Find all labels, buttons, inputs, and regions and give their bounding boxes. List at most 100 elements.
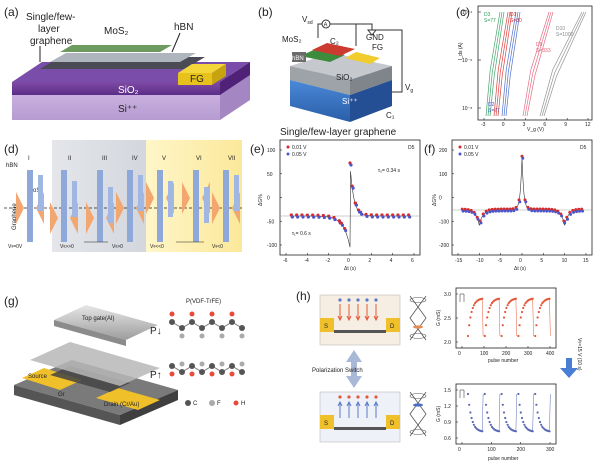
ytick-label: 0: [267, 196, 270, 202]
c-device-name: D1: [510, 12, 517, 18]
c-device-name: D2: [488, 102, 495, 108]
e-point-005: [290, 215, 294, 219]
c-transfer-curve: [493, 11, 509, 117]
e-point-005: [322, 215, 326, 220]
panel-e-legend-1: 0.05 V: [292, 152, 307, 158]
h-xtick-label: 100: [480, 351, 489, 357]
h-data-point: [519, 411, 522, 414]
h-polarization-arrow: [337, 400, 343, 418]
h-data-point: [523, 423, 526, 426]
e-point-005: [365, 214, 369, 218]
carbon-atom: [219, 325, 225, 331]
panel-g-label: (g): [4, 294, 19, 308]
f-point-005: [566, 217, 570, 221]
h-data-point: [471, 306, 474, 310]
side-atom: [219, 333, 225, 339]
h-ytick-label: 0.9: [444, 420, 451, 426]
f-point-005: [488, 210, 492, 214]
h-polarization-arrow: [373, 304, 379, 322]
d-condition: Vᵍ<0: [212, 244, 223, 250]
si-label-b: Si⁺⁺: [342, 97, 358, 106]
xtick-label: 4: [390, 258, 393, 264]
h-data-point: [502, 316, 506, 319]
panel-h-label: (h): [296, 289, 311, 303]
panel-f-legend-1: 0.05 V: [464, 152, 479, 158]
h-data-point: [505, 306, 508, 310]
f-point-005: [536, 209, 540, 213]
e-point-005: [349, 163, 353, 167]
d-cone: [116, 192, 124, 224]
h-data-point: [489, 423, 492, 426]
h-data-point: [501, 324, 504, 327]
d-barrier: [193, 170, 199, 242]
carbon-atom: [199, 325, 205, 331]
h-graphene-top: [334, 330, 386, 333]
d-mos2-band: [234, 175, 239, 211]
f-point-005: [473, 212, 477, 216]
panel-a: (a) Single/few- layer graphene MoS₂ hBN …: [4, 5, 250, 120]
p-down-label: P↓: [150, 326, 162, 337]
carbon-atom: [239, 325, 245, 331]
f-point-005: [533, 209, 537, 213]
f-point-005: [563, 221, 567, 225]
h-polarization-arrow: [355, 400, 361, 418]
f-point-005: [503, 209, 507, 213]
xtick-label: 6: [411, 258, 414, 264]
f-point-005: [491, 209, 495, 213]
h-data-point: [535, 324, 538, 327]
carbon-atom: [209, 363, 215, 369]
h-data-point: [469, 316, 472, 319]
xtick-label: 15: [583, 258, 589, 264]
h-charge: [347, 395, 351, 399]
h-data-point: [538, 420, 542, 424]
f-point-005: [515, 207, 519, 211]
ytick-label: -100: [439, 219, 449, 225]
side-atom: [169, 371, 175, 377]
f-point-005: [551, 209, 555, 213]
f-point-005: [461, 209, 465, 213]
h-polarization-arrow: [355, 304, 361, 322]
d-mos2-band: [38, 175, 43, 211]
panel-e: (e) ΔG% Δt (s) D5 0.01 V 0.05 V τ₀= 0.34…: [250, 139, 421, 272]
c-xtick-label: 9: [564, 122, 567, 128]
h-data-point: [471, 420, 474, 424]
h-s-bottom: S: [324, 421, 328, 427]
panel-b-label: (b): [258, 5, 273, 19]
d-mos2-band: [108, 187, 113, 223]
h-xtick-label: 0: [458, 351, 461, 357]
h-data-point: [486, 411, 489, 414]
h-ytick-label: 2.5: [444, 316, 451, 322]
d-condition: Vᵍ=0V: [8, 244, 23, 250]
d-barrier: [157, 170, 163, 242]
f-point-005: [506, 209, 510, 213]
c-xtick-label: 0: [502, 122, 505, 128]
c-device-s: S=77: [488, 108, 500, 114]
e-point-005: [376, 215, 380, 219]
h-data-point: [486, 316, 489, 319]
h-reset: [549, 297, 551, 337]
h-data-point: [468, 324, 471, 327]
f-point-005: [575, 210, 579, 214]
side-atom: [219, 361, 225, 367]
h-data-point: [504, 310, 507, 314]
c-transfer-curve: [539, 11, 583, 117]
graphene-label-1: layer: [38, 24, 60, 35]
h-xtick-label: 200: [517, 447, 526, 453]
c-transfer-curve: [501, 11, 517, 117]
panel-c-ylabel: I_ds (A): [458, 42, 464, 60]
h-xtick-label: 100: [487, 447, 496, 453]
panel-f-legend-0: 0.01 V: [464, 145, 479, 151]
c-transfer-curve: [489, 11, 505, 117]
h-xtick-label: 0: [458, 447, 461, 453]
e-point-005: [360, 212, 364, 216]
d-mos2-band: [138, 175, 143, 211]
vsd-label: Vsd: [302, 15, 313, 26]
f-point-005: [476, 217, 480, 221]
c-transfer-curve: [495, 11, 511, 117]
d-barrier: [223, 170, 229, 242]
e-point-005: [370, 215, 374, 219]
mos2-label-b: MoS₂: [282, 35, 302, 44]
h-data-point: [534, 392, 537, 396]
panel-e-label: (e): [250, 142, 265, 156]
carbon-atom: [169, 319, 175, 325]
